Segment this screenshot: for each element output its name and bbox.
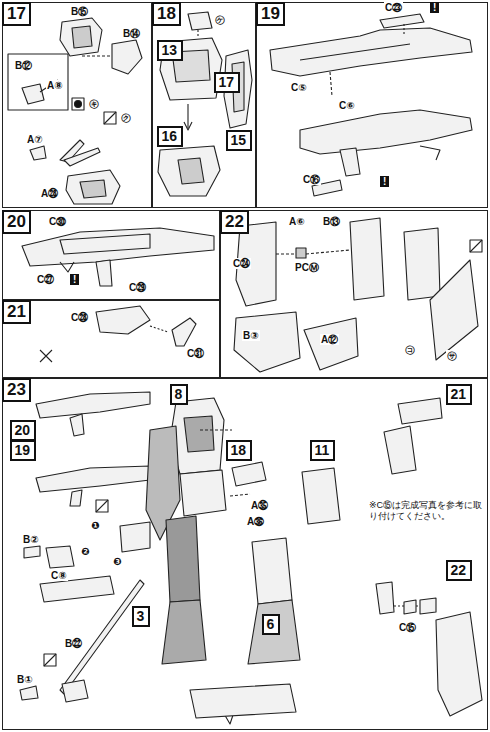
part-label: C⑮ — [398, 622, 417, 633]
reference-number: 19 — [12, 442, 34, 459]
part-label: A⑥ — [288, 216, 306, 227]
part-reference-box: 3 — [132, 606, 150, 627]
reference-number: 13 — [159, 42, 181, 59]
part-label: B⑮ — [70, 6, 89, 17]
reference-number: 22 — [448, 562, 470, 579]
part-label: A⑧ — [46, 80, 64, 91]
part-label: C㉓ — [384, 2, 403, 13]
part-label: C㉗ — [36, 274, 55, 285]
part-label: C㉙ — [128, 282, 147, 293]
part-label: ㋚ — [446, 350, 458, 361]
part-label: ㋙ — [404, 344, 416, 355]
reference-number: 11 — [312, 442, 333, 459]
assembly-note: ※C⑮は完成写真を参考に取り付けてください。 — [368, 500, 486, 522]
step-number: 20 — [2, 210, 31, 234]
part-reference-box: 21 — [446, 384, 472, 405]
part-reference-box: 13 — [157, 40, 183, 61]
part-label: ㋖ — [88, 98, 100, 109]
part-label: B③ — [242, 330, 260, 341]
reference-number: 17 — [216, 74, 238, 91]
part-label: B② — [22, 534, 40, 545]
part-label: A⑫ — [320, 334, 339, 345]
caution-mark: ! — [70, 274, 79, 285]
part-label: C㉛ — [186, 348, 205, 359]
part-label: A⑦ — [26, 134, 44, 145]
step-number: 22 — [220, 210, 249, 234]
part-label: A㊱ — [246, 516, 265, 527]
part-label: C㉚ — [48, 216, 67, 227]
part-reference-box: 8 — [170, 384, 188, 405]
part-reference-box: 11 — [310, 440, 335, 461]
reference-number: 8 — [172, 386, 186, 403]
part-label: ㋘ — [214, 14, 226, 25]
step-panel: 23 20 19 8 18 11 3 6 21 22 — [2, 378, 488, 730]
step-number: 17 — [2, 2, 31, 26]
reference-number: 20 — [12, 422, 34, 439]
reference-number: 6 — [264, 616, 278, 633]
reference-number: 15 — [228, 132, 250, 149]
part-reference-box: 16 — [157, 126, 183, 147]
step-number: 19 — [256, 2, 285, 26]
part-label: ❸ — [112, 556, 122, 567]
part-label: C⑧ — [50, 570, 68, 581]
step-number: 21 — [2, 300, 31, 324]
part-label: C㉘ — [70, 312, 89, 323]
part-reference-box: 6 — [262, 614, 280, 635]
part-label: A㉘ — [40, 188, 59, 199]
part-label: ❷ — [80, 546, 90, 557]
step-panel: 20 — [2, 210, 220, 300]
part-reference-box: 22 — [446, 560, 472, 581]
step-panel: 19 — [256, 2, 488, 208]
part-label: B⑫ — [14, 60, 33, 71]
part-reference-box: 18 — [226, 440, 252, 461]
part-label: B⑬ — [322, 216, 341, 227]
part-label: ㋗ — [120, 112, 132, 123]
part-label: B㉒ — [64, 638, 83, 649]
part-label: C⑥ — [338, 100, 356, 111]
step-panel: 18 13 17 16 15 — [152, 2, 256, 208]
reference-number: 16 — [159, 128, 181, 145]
reference-number: 18 — [228, 442, 250, 459]
step-panel: 21 — [2, 300, 220, 378]
part-label: PCⓂ — [294, 262, 320, 273]
part-label: B⑭ — [122, 28, 141, 39]
part-label: A㉟ — [250, 500, 269, 511]
reference-number: 21 — [448, 386, 470, 403]
part-reference-box: 20 — [10, 420, 36, 441]
part-label: C⑯ — [302, 174, 321, 185]
part-label: C⑤ — [290, 82, 308, 93]
part-reference-box: 19 — [10, 440, 36, 461]
part-reference-box: 17 — [214, 72, 240, 93]
step-number: 18 — [152, 2, 181, 26]
caution-mark: ! — [430, 2, 439, 13]
step-number: 23 — [2, 378, 31, 402]
part-label: B① — [16, 674, 34, 685]
part-label: C㉔ — [232, 258, 251, 269]
reference-number: 3 — [134, 608, 148, 625]
part-reference-box: 15 — [226, 130, 252, 151]
part-label: ❶ — [90, 520, 100, 531]
caution-mark: ! — [380, 176, 389, 187]
